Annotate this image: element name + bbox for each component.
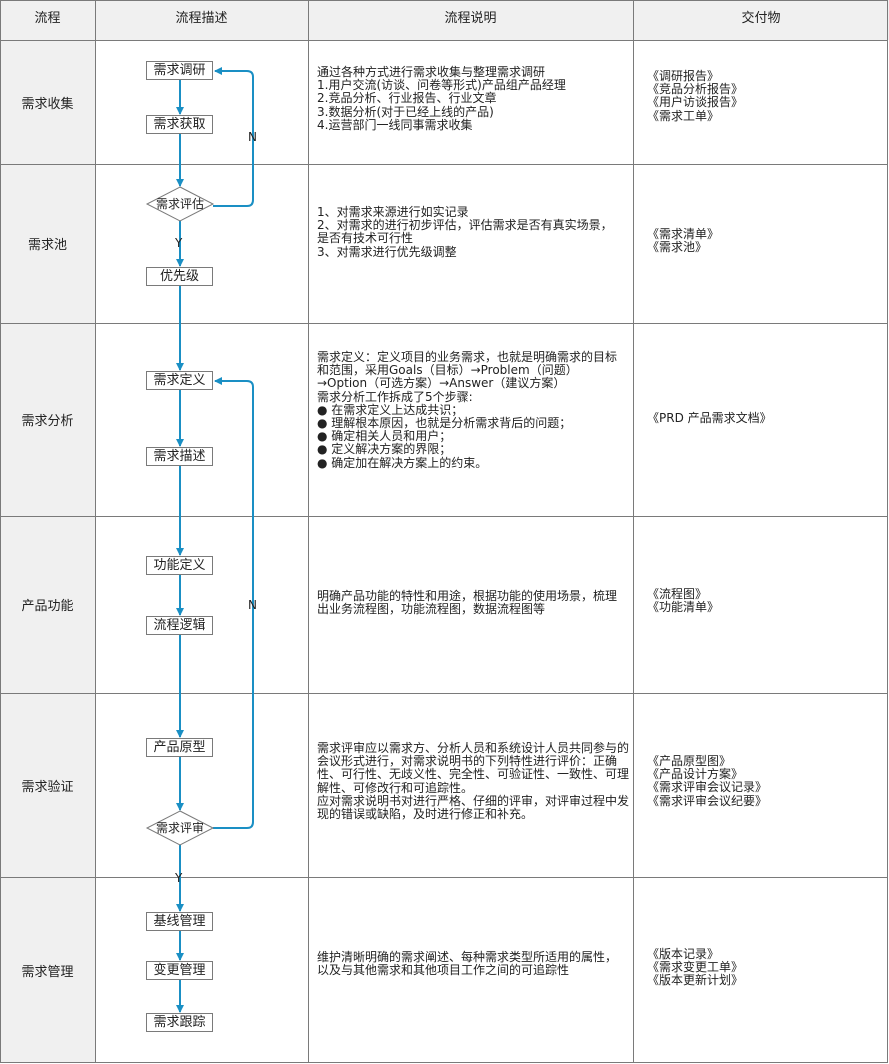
step-research: 需求调研 [146, 61, 213, 80]
stage-description: 明确产品功能的特性和用途，根据功能的使用场景，梳理出业务流程图，功能流程图，数据… [317, 589, 618, 617]
stage-description: 1、对需求来源进行如实记录 2、对需求的进行初步评估，评估需求是否有真实场景，是… [317, 205, 613, 259]
stage-name: 需求验证 [0, 693, 95, 877]
decision-diamonds [145, 186, 215, 846]
stage-deliverables: 《产品原型图》 《产品设计方案》 《需求评审会议记录》 《需求评审会议纪要》 [647, 754, 768, 808]
step-evaluate-decision: 需求评估 [155, 197, 204, 211]
step-acquire: 需求获取 [146, 115, 213, 134]
step-prototype: 产品原型 [146, 738, 213, 757]
step-change: 变更管理 [146, 961, 213, 980]
stage-deliverables: 《需求清单》 《需求池》 [647, 227, 720, 255]
branch-label-yes: Y [175, 236, 183, 250]
step-define: 需求定义 [146, 371, 213, 390]
step-function-define: 功能定义 [146, 556, 213, 575]
header-flow-description: 流程描述 [95, 0, 308, 40]
step-flow-logic: 流程逻辑 [146, 616, 213, 635]
stage-description: 维护清晰明确的需求阐述、每种需求类型所适用的属性，以及与其他需求和其他项目工作之… [317, 950, 618, 978]
stage-description: 通过各种方式进行需求收集与整理需求调研 1.用户交流(访谈、问卷等形式)产品组产… [317, 65, 566, 132]
stage-deliverables: 《调研报告》 《竞品分析报告》 《用户访谈报告》 《需求工单》 [647, 69, 744, 123]
branch-label-no: N [248, 130, 257, 144]
step-describe: 需求描述 [146, 447, 213, 466]
stage-name: 需求池 [0, 164, 95, 323]
stage-name: 需求收集 [0, 40, 95, 164]
header-process: 流程 [0, 0, 95, 40]
step-priority: 优先级 [146, 267, 213, 286]
step-tracking: 需求跟踪 [146, 1013, 213, 1032]
flow-arrows [176, 67, 254, 1013]
stage-name: 需求分析 [0, 323, 95, 516]
branch-label-yes: Y [175, 871, 183, 885]
stage-description: 需求评审应以需求方、分析人员和系统设计人员共同参与的会议形式进行，对需求说明书的… [317, 741, 630, 822]
header-deliverables: 交付物 [633, 0, 889, 40]
stage-name: 产品功能 [0, 516, 95, 693]
header-flow-explanation: 流程说明 [308, 0, 633, 40]
stage-name: 需求管理 [0, 877, 95, 1063]
stage-deliverables: 《版本记录》 《需求变更工单》 《版本更新计划》 [647, 947, 744, 988]
stage-deliverables: 《PRD 产品需求文档》 [647, 411, 772, 425]
stage-deliverables: 《流程图》 《功能清单》 [647, 587, 720, 615]
step-review-decision: 需求评审 [155, 821, 204, 835]
stage-description: 需求定义：定义项目的业务需求，也就是明确需求的目标和范围，采用Goals（目标）… [317, 350, 618, 470]
step-baseline: 基线管理 [146, 912, 213, 931]
branch-label-no: N [248, 598, 257, 612]
